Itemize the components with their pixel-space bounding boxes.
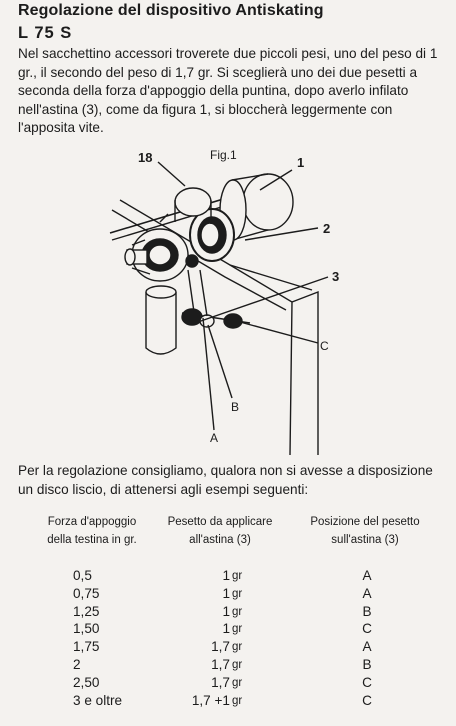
antiskating-illustration: 18 Fig.1 1 2 3 C B A (109, 148, 339, 456)
force-value: 1,25 (73, 603, 100, 619)
advice-paragraph: Per la regolazione consigliamo, qualora … (18, 463, 433, 497)
weight-unit: gr (232, 676, 243, 689)
label-b: B (231, 400, 239, 414)
force-value: 0,5 (73, 568, 92, 583)
label-a: A (210, 431, 218, 445)
weight-unit: gr (232, 694, 243, 707)
weight-value: 1 (222, 568, 230, 583)
label-18: 18 (138, 150, 152, 165)
force-value: 2 (73, 656, 81, 672)
header-position-line1: Posizione del pesetto (310, 516, 420, 528)
figure-caption: Fig.1 (210, 148, 237, 162)
position-value: C (362, 621, 372, 637)
position-value: A (362, 568, 372, 583)
force-value: 3 e oltre (73, 692, 123, 708)
settings-table: 0,5 1 gr A 0,75 1 gr A 1,25 1 gr B 1,50 … (0, 568, 456, 710)
position-value: A (362, 639, 372, 655)
weight-value: 1 (222, 585, 230, 601)
weight-unit: gr (232, 623, 243, 636)
weight-unit: gr (232, 605, 243, 618)
force-value: 1,75 (73, 639, 100, 655)
table-row: 1,25 1 gr B (0, 604, 456, 622)
header-position: Posizione del pesetto sull'astina (3) (290, 513, 440, 549)
table-row: 0,5 1 gr A (0, 568, 456, 586)
table-row: 2,50 1,7 gr C (0, 675, 456, 693)
header-weight-line2: all'astina (3) (189, 534, 251, 546)
position-value: C (362, 692, 372, 708)
table-row: 2 1,7 gr B (0, 657, 456, 675)
header-force-line1: Forza d'appoggio (47, 516, 137, 528)
header-weight-line1: Pesetto da applicare (167, 516, 273, 528)
intro-paragraph: Nel sacchettino accessori troverete due … (18, 46, 438, 135)
position-value: B (362, 656, 372, 672)
weight-unit: gr (232, 570, 243, 582)
weight-value: 1,7 +1 (191, 692, 230, 708)
label-1: 1 (297, 155, 304, 170)
label-3: 3 (332, 269, 339, 284)
table-row: 3 e oltre 1,7 +1 gr C (0, 693, 456, 711)
weight-unit: gr (232, 587, 243, 600)
model-name: L 75 S (18, 24, 73, 42)
weight-value: 1,7 (211, 639, 230, 655)
table-row: 0,75 1 gr A (0, 586, 456, 604)
table-row: 1,75 1,7 gr A (0, 639, 456, 657)
header-weight: Pesetto da applicare all'astina (3) (150, 513, 290, 549)
weight-unit: gr (232, 658, 243, 671)
position-value: B (362, 603, 372, 619)
part-18 (174, 187, 212, 217)
counterweight (242, 173, 294, 231)
header-force-line2: della testina in gr. (47, 534, 137, 546)
weight-value: 1,7 (211, 656, 230, 672)
position-value: A (362, 585, 372, 601)
weight-value: 1 (222, 621, 230, 637)
weight-pesetto (181, 308, 203, 326)
weight-value: 1,7 (211, 674, 230, 690)
label-c: C (320, 339, 329, 353)
label-2: 2 (323, 221, 330, 236)
arm-column (145, 292, 177, 355)
header-force: Forza d'appoggio della testina in gr. (22, 513, 162, 549)
section-title: Regolazione del dispositivo Antiskating (18, 2, 324, 19)
force-value: 0,75 (73, 585, 100, 601)
position-value: C (362, 674, 372, 690)
force-value: 1,50 (73, 621, 100, 637)
header-position-line2: sull'astina (3) (331, 534, 399, 546)
weight-value: 1 (222, 603, 230, 619)
figure-1: 18 Fig.1 1 2 3 C B A (0, 140, 456, 460)
weight-unit: gr (232, 641, 243, 654)
force-value: 2,50 (73, 674, 100, 690)
table-row: 1,50 1 gr C (0, 621, 456, 639)
